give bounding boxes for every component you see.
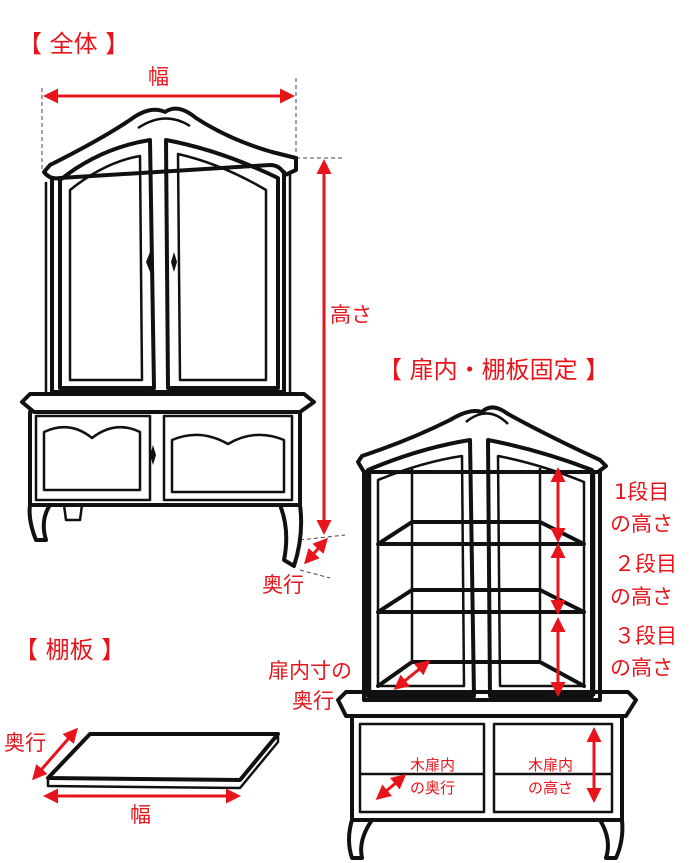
cabinet-overall [20, 78, 346, 579]
label-width-top: 幅 [148, 65, 169, 89]
label-door-inner-depth-2: 奥行 [292, 689, 334, 713]
label-shelf-width: 幅 [130, 803, 151, 827]
title-door-fixed: 【 扉内・棚板固定 】 [378, 356, 609, 384]
title-overall: 【 全体 】 [18, 30, 129, 58]
label-wood-height-2: の高さ [528, 779, 573, 797]
label-shelf1-line1: 1段目 [614, 480, 669, 504]
cabinet-door-interior [336, 405, 638, 860]
label-shelf3-line1: ３段目 [614, 624, 677, 648]
arrow-overall-depth [303, 537, 329, 565]
title-shelf: 【 棚板 】 [14, 636, 125, 664]
label-shelf2-line2: の高さ [610, 585, 673, 609]
label-wood-height-1: 木扉内 [528, 756, 573, 774]
arrow-shelf-depth [32, 727, 78, 781]
arrow-wood-door-depth [375, 774, 407, 800]
label-wood-depth-1: 木扉内 [410, 756, 455, 774]
label-shelf-depth: 奥行 [4, 731, 46, 755]
label-shelf1-line2: の高さ [610, 512, 673, 536]
label-depth: 奥行 [262, 573, 304, 597]
shelf-board [46, 732, 280, 790]
label-shelf2-line1: ２段目 [614, 552, 677, 576]
label-height: 高さ [330, 303, 372, 327]
arrow-door-inner-depth [393, 660, 431, 690]
label-wood-depth-2: の奥行 [410, 779, 455, 797]
label-door-inner-depth-1: 扉内寸の [268, 659, 352, 683]
label-shelf3-line2: の高さ [610, 656, 673, 680]
